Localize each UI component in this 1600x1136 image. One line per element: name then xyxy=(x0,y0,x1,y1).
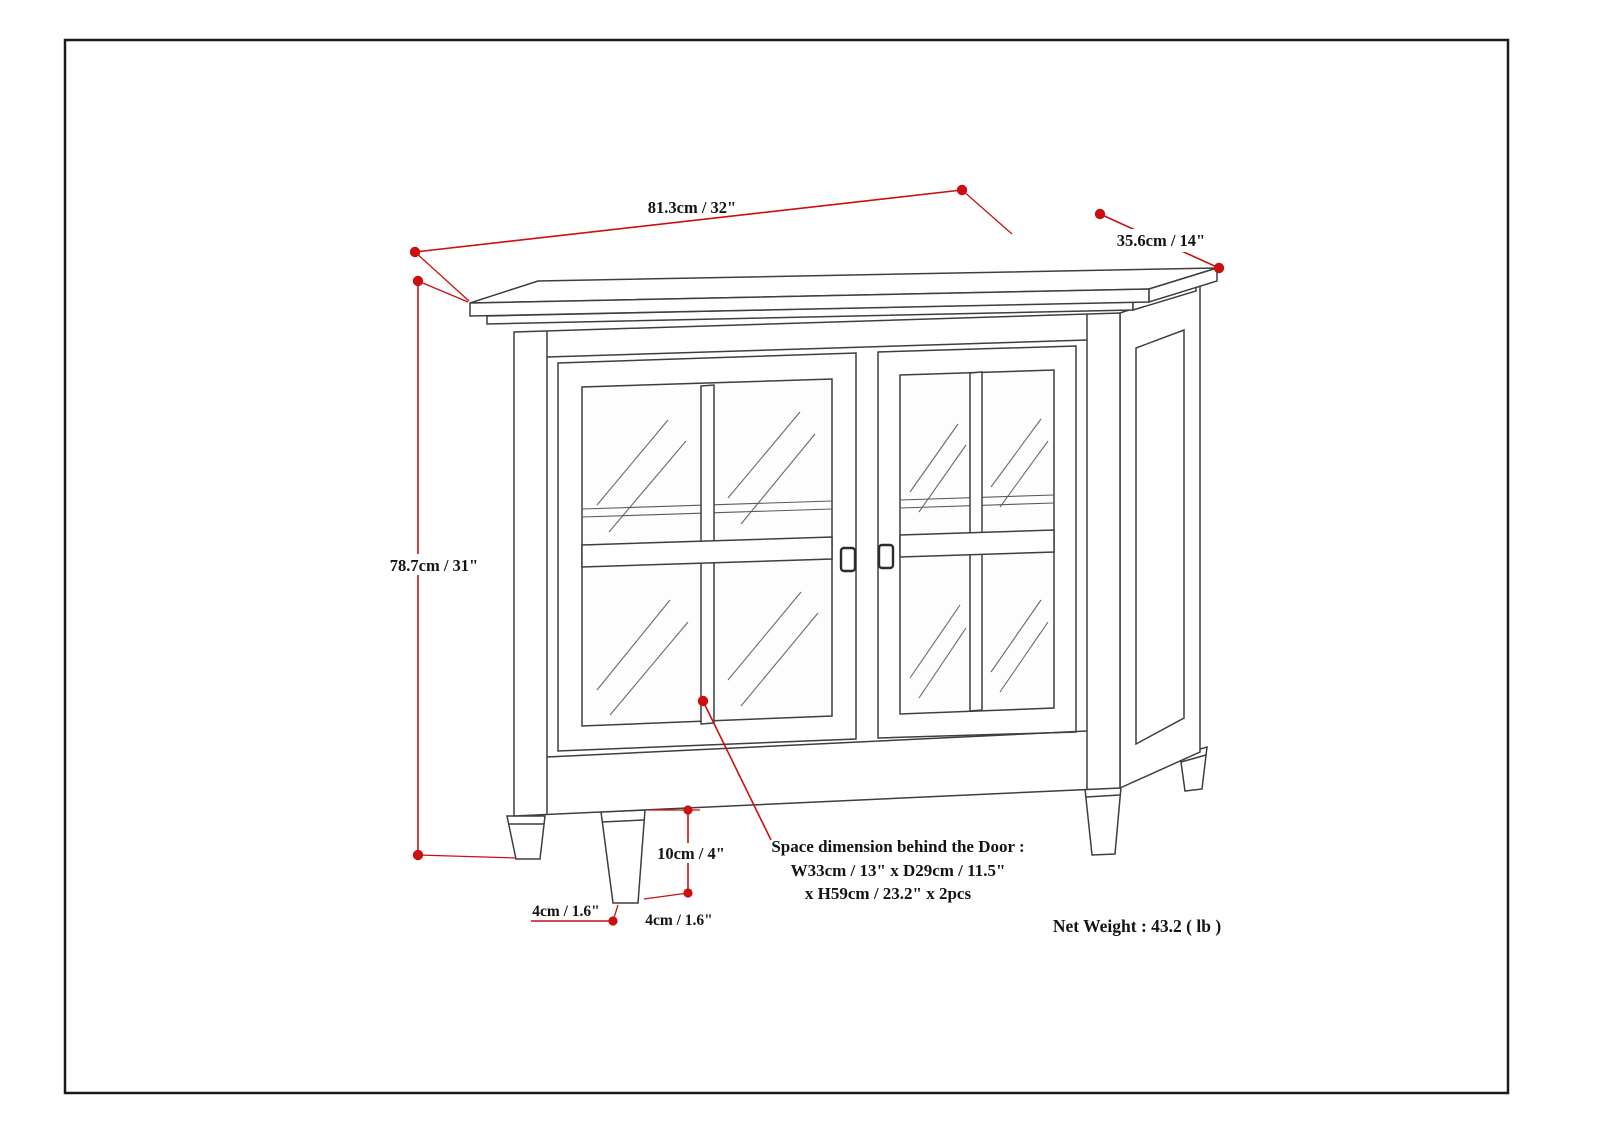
dimension-endpoint-dot xyxy=(409,246,421,258)
dimension-annotations: 81.3cm / 32" 35.6cm / 14" 78.7cm / 31" xyxy=(386,184,1225,929)
dimension-endpoint-dot xyxy=(412,849,424,861)
dimension-endpoint-dot xyxy=(956,184,968,196)
cabinet-side-panel xyxy=(1119,284,1201,790)
foot-width-dimension: 4cm / 1.6" xyxy=(531,903,619,926)
dimension-endpoint-dot xyxy=(1094,208,1106,220)
right-door-glass-reflections xyxy=(909,418,1049,699)
width-dimension: 81.3cm / 32" xyxy=(409,184,1013,302)
door-space-note-line3: x H59cm / 23.2" x 2pcs xyxy=(805,884,972,903)
door-space-note: Space dimension behind the Door : W33cm … xyxy=(771,837,1024,903)
depth-dimension-label: 35.6cm / 14" xyxy=(1117,231,1205,250)
left-door-frame xyxy=(557,352,857,752)
dimension-endpoint-dot xyxy=(608,916,618,926)
leg-height-dimension: 10cm / 4" xyxy=(643,805,734,900)
width-dimension-label: 81.3cm / 32" xyxy=(648,198,736,217)
cabinet-right-door xyxy=(877,345,1077,739)
right-door-frame xyxy=(877,345,1077,739)
right-door-handle xyxy=(877,543,895,570)
cabinet-drawing xyxy=(469,266,1218,904)
dimension-endpoint-dot xyxy=(683,805,693,815)
door-space-leader xyxy=(697,695,772,841)
foot-depth-dimension-label: 4cm / 1.6" xyxy=(645,912,713,929)
height-dimension-label: 78.7cm / 31" xyxy=(390,556,478,575)
net-weight-label: Net Weight : 43.2 ( lb ) xyxy=(1053,916,1222,936)
foot-width-dimension-label: 4cm / 1.6" xyxy=(532,903,600,920)
left-door-handle xyxy=(839,546,857,573)
left-door-glass-reflections xyxy=(596,411,819,716)
dimension-endpoint-dot xyxy=(683,888,693,898)
door-handles xyxy=(839,543,895,573)
cabinet-top xyxy=(469,266,1218,325)
door-space-note-line1: Space dimension behind the Door : xyxy=(771,837,1024,856)
left-door-mid-rail xyxy=(581,536,833,568)
dimension-endpoint-dot xyxy=(412,275,424,287)
foot-depth-dimension: 4cm / 1.6" xyxy=(645,912,713,929)
depth-dimension: 35.6cm / 14" xyxy=(1094,208,1225,274)
height-dimension: 78.7cm / 31" xyxy=(386,275,517,861)
dimension-endpoint-dot xyxy=(1213,262,1225,274)
cabinet-left-door xyxy=(557,352,857,752)
leg-height-dimension-label: 10cm / 4" xyxy=(657,844,725,863)
door-space-note-line2: W33cm / 13" x D29cm / 11.5" xyxy=(791,861,1006,880)
right-door-mid-rail xyxy=(899,529,1055,558)
